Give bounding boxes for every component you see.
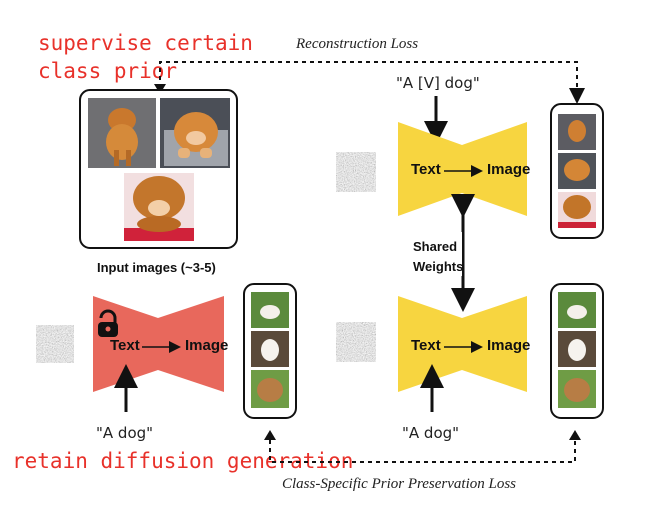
prompt-class: "A dog" (402, 424, 459, 442)
frozen-model-text-label: Text (110, 337, 140, 354)
output-image-br-2 (558, 331, 596, 367)
annotation-supervise-line2: class prior (38, 59, 177, 83)
output-image-bl-2 (251, 331, 289, 367)
output-image-br-1 (558, 292, 596, 328)
annotation-retain: retain diffusion generation (12, 449, 353, 473)
shared-weights-line2: Weights (413, 259, 463, 274)
prior-preservation-loss-arrow (269, 440, 576, 463)
finetuned-model-top (398, 122, 527, 216)
top-model-image-label: Image (487, 161, 530, 178)
frozen-model-image-label: Image (185, 337, 228, 354)
noise-bottom-left (36, 325, 74, 363)
lock-icon (98, 309, 118, 337)
input-images-caption: Input images (~3-5) (97, 260, 216, 275)
reconstruction-loss-arrow (159, 61, 585, 104)
input-image-1 (88, 98, 156, 168)
prompt-frozen-class: "A dog" (96, 424, 153, 442)
input-image-3 (124, 173, 194, 241)
output-image-bl-3 (251, 370, 289, 408)
shared-weights-line1: Shared (413, 239, 457, 254)
bottom-model-image-label: Image (487, 337, 530, 354)
output-image-top-3 (558, 192, 596, 228)
prompt-specific: "A [V] dog" (396, 74, 480, 92)
shared-weights-bg (412, 232, 462, 276)
noise-bottom-right (336, 322, 376, 362)
reconstruction-loss-label: Reconstruction Loss (295, 36, 418, 52)
bottom-model-text-label: Text (411, 337, 441, 354)
prior-arrowhead-left (264, 430, 276, 440)
annotation-supervise-line1: supervise certain (38, 31, 253, 55)
output-image-br-3 (558, 370, 596, 408)
input-image-2 (160, 98, 230, 168)
noise-top (336, 152, 376, 192)
output-image-top-2 (558, 153, 596, 189)
output-image-top-1 (558, 114, 596, 150)
prior-preservation-loss-label: Class-Specific Prior Preservation Loss (282, 476, 516, 492)
prior-arrowhead-right (569, 430, 581, 440)
output-image-bl-1 (251, 292, 289, 328)
top-model-text-label: Text (411, 161, 441, 178)
